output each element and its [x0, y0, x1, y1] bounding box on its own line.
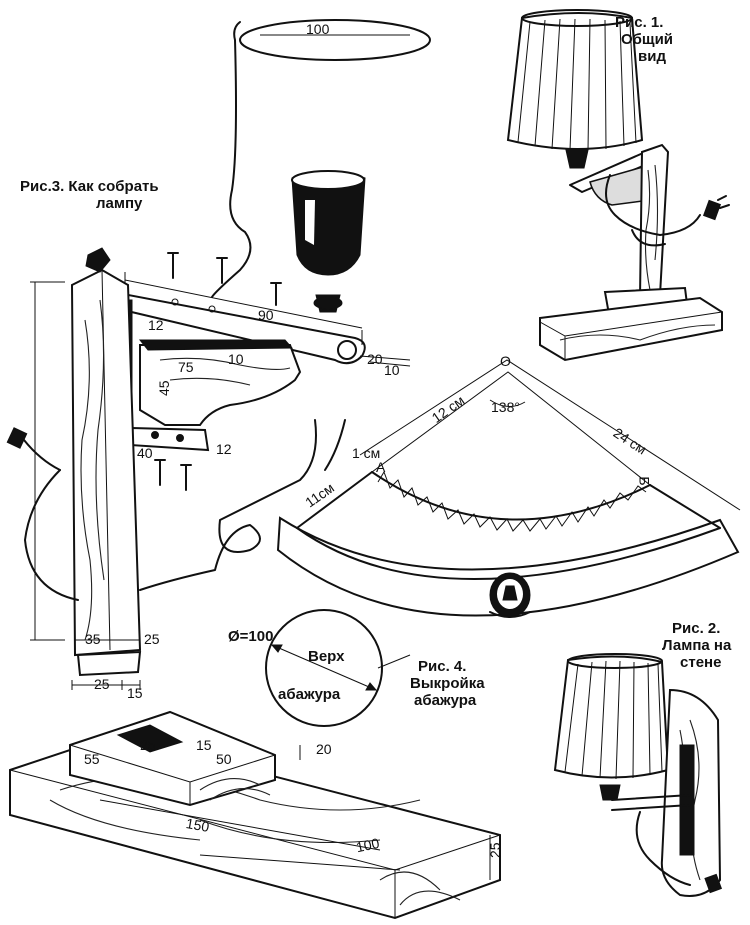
fig1-table-lamp — [506, 9, 730, 362]
dim-arm-12: 12 — [148, 317, 164, 333]
dim-ring: 100 — [306, 21, 330, 37]
fig4-caption-1: Выкройка — [410, 675, 485, 692]
dim-arm-10: 10 — [384, 362, 400, 378]
dim-base-150: 150 — [184, 815, 211, 835]
fig2-caption-2: стене — [680, 654, 722, 671]
dim-arm-length: 90 — [258, 307, 274, 323]
dim-cap-50: 50 — [216, 751, 232, 767]
dim-post-base-25: 25 — [94, 676, 110, 692]
dim-plate-12: 12 — [216, 441, 232, 457]
dim-block-10: 10 — [228, 351, 244, 367]
fig4-caption-2: абажура — [414, 692, 477, 709]
pattern-vertex: О — [500, 353, 511, 369]
base-board — [9, 710, 501, 920]
fig2-wall-lamp — [553, 653, 723, 897]
fig1-caption-1: Общий — [621, 31, 674, 48]
fig2-plug-icon — [704, 873, 723, 894]
dim-plate-40: 40 — [137, 445, 153, 461]
dim-block-75: 75 — [178, 359, 194, 375]
fig1-number: Рис. 1. — [615, 14, 664, 31]
fig3-assembly — [6, 19, 431, 690]
top-circle-label-2: абажура — [278, 686, 341, 703]
fig4-number: Рис. 4. — [418, 658, 467, 675]
dim-arm-20: 20 — [367, 351, 383, 367]
top-circle-diameter: Ø=100 — [228, 628, 274, 645]
fig2-lampshade-icon — [553, 653, 670, 780]
fig3-socket-icon — [291, 170, 366, 313]
fig3-plug-icon — [6, 427, 61, 471]
fig3-caption-2: лампу — [96, 195, 143, 212]
dim-post-base-15: 15 — [127, 685, 143, 701]
dim-base-25: 25 — [487, 842, 503, 858]
pattern-point-a: А — [376, 459, 386, 475]
pattern-seam: 1 см — [352, 445, 381, 461]
fig1-lampshade-icon — [506, 9, 644, 151]
fig1-plug-icon — [702, 195, 730, 221]
dim-cap-25: 25 — [140, 737, 156, 753]
dim-cap-20: 20 — [316, 741, 332, 757]
dim-post-25: 25 — [144, 631, 160, 647]
pattern-angle: 138° — [491, 399, 520, 415]
fig3-caption-1: Рис.3. Как собрать — [20, 178, 159, 195]
dim-block-45: 45 — [156, 380, 172, 396]
fig4-pattern — [276, 359, 741, 618]
fig1-caption-2: вид — [638, 48, 666, 65]
wire-ring — [239, 19, 431, 61]
dim-post-35: 35 — [85, 631, 101, 647]
top-circle — [265, 609, 411, 727]
fig2-number: Рис. 2. — [672, 620, 721, 637]
dim-cap-15: 15 — [196, 737, 212, 753]
fig3-screw-icon — [154, 252, 282, 491]
dim-cap-55: 55 — [84, 751, 100, 767]
fig2-caption-1: Лампа на — [662, 637, 732, 654]
top-circle-label: Верх — [308, 648, 345, 665]
pattern-point-b: Б — [636, 476, 653, 486]
